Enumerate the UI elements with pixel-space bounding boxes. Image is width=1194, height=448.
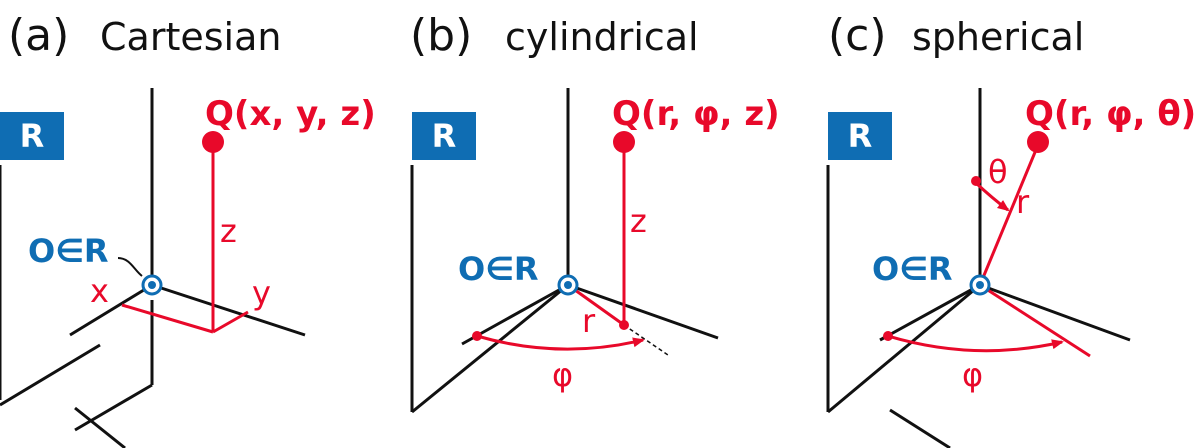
- origin-label: O∈R: [28, 232, 109, 270]
- panel-b-letter: (b): [410, 10, 472, 61]
- projection-point: [619, 320, 629, 330]
- point-q-label: Q(x, y, z): [205, 94, 376, 134]
- panel-cartesian: (a) Cartesian R Q(x, y, z) z x y: [0, 10, 376, 448]
- panel-spherical: (c) spherical R Q(r, φ, θ) θ r φ: [826, 10, 1194, 448]
- projection-guide: [623, 324, 669, 356]
- axes: [0, 88, 306, 448]
- panel-a-title: Cartesian: [100, 15, 281, 59]
- r-label: r: [1016, 183, 1030, 221]
- frame-r-badge: R: [0, 112, 64, 160]
- point-q-label: Q(r, φ, z): [612, 94, 780, 134]
- origin-marker: [141, 274, 163, 296]
- point-q: [1027, 131, 1049, 153]
- theta-label: θ: [988, 153, 1008, 191]
- point-q-label: Q(r, φ, θ): [1025, 94, 1194, 134]
- frame-r-label: R: [432, 117, 457, 155]
- panel-b-title: cylindrical: [505, 15, 699, 59]
- origin-label: O∈R: [872, 250, 953, 288]
- point-q: [202, 131, 224, 153]
- frame-r-badge: R: [828, 112, 892, 160]
- phi-label: φ: [962, 356, 983, 394]
- origin-marker: [969, 274, 991, 296]
- point-q: [613, 131, 635, 153]
- cartesian-construction: [121, 145, 249, 334]
- x-label: x: [90, 272, 109, 310]
- origin-pointer: [117, 257, 143, 277]
- theta-start-point: [971, 176, 981, 186]
- z-label: z: [220, 212, 237, 250]
- spherical-construction: [887, 144, 1091, 358]
- panel-c-title: spherical: [912, 15, 1084, 59]
- origin-marker: [557, 274, 579, 296]
- frame-r-label: R: [848, 117, 873, 155]
- panel-c-letter: (c): [828, 10, 887, 61]
- r-label: r: [582, 302, 596, 340]
- y-label: y: [252, 274, 271, 312]
- panel-a-letter: (a): [8, 10, 69, 61]
- phi-start-point: [472, 331, 482, 341]
- z-label: z: [630, 202, 647, 240]
- frame-r-label: R: [20, 117, 45, 155]
- cylindrical-construction: [476, 145, 645, 351]
- panel-cylindrical: (b) cylindrical R Q(r, φ, z) z r φ: [410, 10, 780, 414]
- phi-start-point: [883, 331, 893, 341]
- phi-label: φ: [552, 356, 573, 394]
- frame-r-badge: R: [412, 112, 476, 160]
- origin-label: O∈R: [458, 250, 539, 288]
